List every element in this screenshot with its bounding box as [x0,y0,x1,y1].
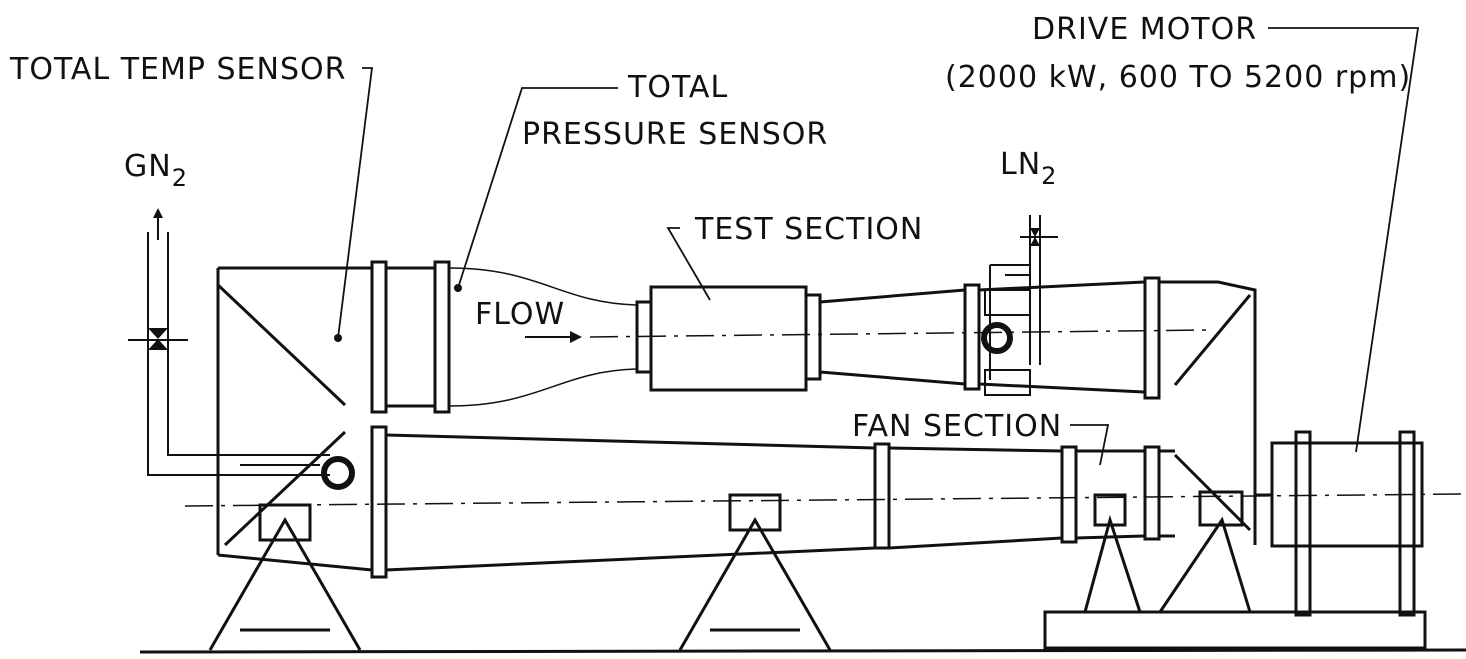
motor-flange-2 [1398,430,1416,617]
flow-arrow-head [570,331,582,343]
label-drive-motor: DRIVE MOTOR [1032,12,1258,47]
gn2-valve [148,328,168,350]
gn2-arrowhead [153,208,163,218]
pressure-sensor-dot [454,284,462,292]
leader-drive-motor [1268,27,1420,453]
right-corner-vane-upper [1173,294,1252,386]
ln2-injector [981,322,1013,354]
label-gn2: GN2 [124,149,188,191]
leader-temp-sensor [337,67,374,339]
label-drive-motor-spec: (2000 kW, 600 TO 5200 rpm) [945,60,1412,95]
label-ln2: LN2 [1000,147,1057,189]
lower-flange-2 [873,442,891,550]
test-section-flange-right [804,293,822,381]
motor-base [1043,610,1427,650]
ln2-nozzle-block-top [984,289,1031,316]
temp-sensor-dot [334,334,342,342]
test-section-body [649,285,808,392]
ground-line [139,648,1466,654]
diffuser-extension [978,280,1146,394]
label-total-temp-sensor: TOTAL TEMP SENSOR [10,52,347,87]
ln2-valve [1030,228,1040,246]
fan-duct-end [1159,449,1175,538]
label-ln2-sub: 2 [1041,162,1058,190]
label-ln2-base: LN [1000,147,1042,182]
leader-fan-section [1070,424,1110,466]
lower-duct [385,433,876,572]
upper-corner-vane [216,283,347,407]
diffuser-flange [963,283,981,391]
flange-2 [433,260,451,414]
motor-flange-1 [1294,430,1312,617]
lower-flange-1 [370,425,388,579]
flange-1 [370,260,388,414]
stand-right [1158,490,1252,613]
stand-fan [1083,493,1142,613]
label-flow: FLOW [475,297,566,332]
label-fan-section: FAN SECTION [852,409,1063,444]
lower-centerline [184,493,1466,507]
exhaust-port [321,456,355,490]
upper-duct-outline [216,266,373,572]
label-total-pressure-sensor-1: TOTAL [628,70,729,105]
right-corner-upper [1159,280,1257,545]
label-gn2-sub: 2 [171,164,188,192]
fan-flange-1 [1060,445,1078,544]
fan-duct [1075,449,1146,540]
diffuser [819,288,966,386]
lower-corner-vane [223,430,347,547]
stand-left [208,503,362,651]
gn2-pipe [147,232,330,476]
contraction-nozzle [448,267,638,407]
label-test-section: TEST SECTION [695,212,924,247]
ln2-manifold [989,264,1030,380]
ln2-nozzle-block-bottom [984,369,1031,396]
fan-flange-2 [1143,445,1161,541]
label-gn2-base: GN [124,149,172,184]
leader-pressure-sensor [457,87,618,289]
stand-middle [678,493,832,651]
corner-flange-upper [1143,276,1161,400]
label-total-pressure-sensor-2: PRESSURE SENSOR [522,117,829,152]
lower-duct-2 [888,446,1063,550]
upper-centerline [589,329,1211,338]
leader-test-section [666,227,711,301]
settling-chamber [386,266,435,408]
